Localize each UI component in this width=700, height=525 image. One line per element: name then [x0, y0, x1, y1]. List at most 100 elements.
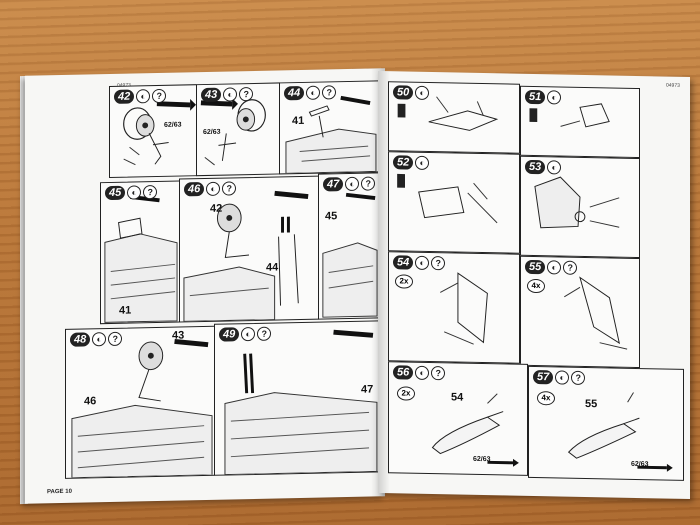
part-label: 46 — [84, 395, 97, 408]
step-badge: 42 ◐ ? — [114, 88, 167, 104]
step-badge: 44 ◐ ? — [284, 85, 337, 101]
paint-icon: ◐ — [415, 365, 430, 380]
bomb-assembly-drawing — [431, 393, 519, 467]
quantity-badge: 2x — [395, 274, 413, 289]
part-label: 55 — [585, 397, 598, 411]
help-icon: ? — [108, 331, 123, 347]
step-badge: 45 ◐ ? — [105, 185, 158, 201]
step-panel-42: 42 ◐ ? 62/63 — [109, 84, 197, 179]
landing-gear-drawing — [71, 338, 213, 478]
part-label: 42 — [210, 202, 223, 215]
step-badge: 49 ◐ ? — [219, 326, 272, 342]
step-number: 52 — [393, 155, 414, 170]
step-badge: 50 ◐ — [393, 85, 430, 100]
step-panel-51: 51 ◐ — [520, 85, 640, 159]
step-number: 54 — [393, 255, 414, 270]
part-label: 54 — [451, 391, 464, 404]
step-panel-57: 57 ◐ ? 4x 55 62/63 — [528, 365, 684, 481]
help-icon: ? — [222, 181, 237, 196]
wheel-assembly-drawing — [200, 98, 266, 166]
page-code: 04973 — [666, 82, 680, 89]
wheel-assembly-drawing — [123, 99, 196, 166]
paint-icon: ◐ — [415, 155, 430, 170]
step-number: 46 — [184, 182, 205, 197]
help-icon: ? — [239, 86, 254, 102]
paint-icon: ◐ — [547, 160, 562, 175]
quantity-badge: 4x — [537, 391, 555, 406]
step-number: 57 — [533, 369, 554, 385]
paint-icon: ◐ — [92, 332, 107, 347]
part-label: 41 — [119, 304, 132, 317]
step-panel-54: 54 ◐ ? 2x — [388, 251, 520, 364]
step-number: 45 — [105, 185, 126, 201]
step-panel-52: 52 ◐ — [388, 151, 520, 254]
gear-door-drawing — [322, 192, 378, 318]
step-badge: 52 ◐ — [393, 155, 430, 170]
part-label: 47 — [361, 383, 374, 396]
paint-icon: ◐ — [127, 185, 142, 200]
bomb-assembly-drawing — [567, 392, 673, 472]
step-panel-44: 44 ◐ ? 41 — [279, 80, 379, 175]
help-icon: ? — [257, 326, 272, 341]
page-reference: 62/63 — [164, 121, 182, 129]
step-panel-56: 56 ◐ ? 2x 54 62/63 — [388, 361, 528, 476]
page-number: PAGE 10 — [47, 488, 72, 496]
page-reference: 62/63 — [631, 460, 649, 469]
step-number: 56 — [393, 365, 414, 380]
paint-icon: ◐ — [415, 255, 430, 270]
seat-parts-drawing — [397, 173, 498, 224]
step-number: 44 — [284, 85, 305, 101]
step-badge: 47 ◐ ? — [323, 176, 376, 192]
left-page: 04973 42 ◐ ? 62/63 — [25, 68, 385, 504]
step-number: 43 — [201, 87, 222, 103]
paint-icon: ◐ — [223, 87, 238, 102]
step-panel-55: 55 ◐ ? 4x — [520, 255, 640, 369]
rack-parts-drawing — [440, 272, 488, 345]
step-number: 55 — [525, 259, 546, 275]
step-panel-50: 50 ◐ — [388, 81, 520, 154]
paint-icon: ◐ — [306, 85, 321, 100]
step-number: 47 — [323, 177, 344, 192]
paint-icon: ◐ — [241, 326, 256, 342]
step-badge: 54 ◐ ? — [393, 255, 446, 271]
step-number: 48 — [70, 332, 91, 347]
help-icon: ? — [563, 260, 578, 275]
quantity-badge: 2x — [397, 386, 415, 401]
paint-icon: ◐ — [547, 260, 562, 275]
help-icon: ? — [571, 370, 586, 385]
step-number: 50 — [393, 85, 414, 100]
rack-parts-drawing — [564, 276, 628, 350]
step-number: 42 — [114, 89, 135, 104]
step-number: 49 — [219, 327, 240, 342]
paint-icon: ◐ — [206, 181, 221, 196]
paint-icon: ◐ — [555, 370, 570, 385]
step-panel-49: 49 ◐ ? 47 — [214, 320, 380, 476]
cockpit-tub-drawing — [534, 176, 620, 229]
wing-detail-drawing — [285, 95, 377, 174]
page-reference: 62/63 — [203, 128, 221, 137]
page-reference: 62/63 — [473, 455, 491, 464]
landing-gear-bay-drawing — [183, 190, 309, 322]
step-badge: 51 ◐ — [525, 89, 562, 105]
part-label: 44 — [266, 261, 279, 274]
step-badge: 53 ◐ — [525, 159, 562, 175]
step-badge: 56 ◐ ? — [393, 365, 446, 381]
paint-icon: ◐ — [547, 90, 562, 105]
gear-bay-assembly-drawing — [224, 329, 378, 475]
step-number: 51 — [525, 89, 546, 105]
step-panel-48: 48 ◐ ? 46 43 — [65, 325, 215, 479]
help-icon: ? — [431, 256, 446, 271]
paint-icon: ◐ — [345, 176, 360, 192]
cockpit-parts-drawing — [397, 96, 499, 131]
instrument-parts-drawing — [529, 103, 610, 128]
help-icon: ? — [322, 85, 337, 100]
step-panel-45: 45 ◐ ? 41 — [100, 180, 180, 325]
step-panel-46: 46 ◐ ? 42 44 — [179, 175, 319, 323]
paint-icon: ◐ — [136, 89, 151, 104]
step-badge: 55 ◐ ? — [525, 259, 578, 275]
part-label: 45 — [325, 210, 338, 223]
step-badge: 46 ◐ ? — [184, 181, 237, 197]
step-number: 53 — [525, 159, 546, 175]
step-badge: 48 ◐ ? — [70, 331, 123, 347]
